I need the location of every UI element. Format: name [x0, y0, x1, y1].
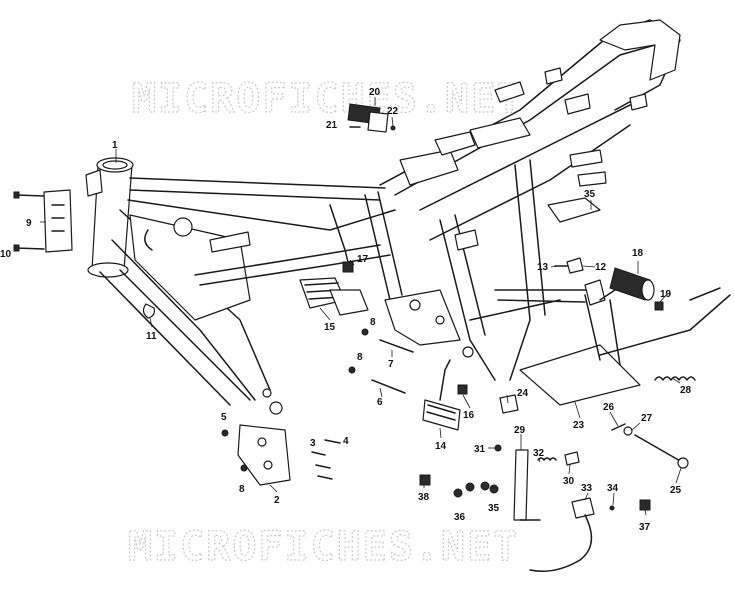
main-frame	[85, 19, 681, 415]
watermark-top: MICROFICHES.NET	[132, 76, 523, 122]
part-6-bolt	[371, 379, 406, 394]
part-2-bracket	[237, 424, 291, 486]
part-29-side-stand	[513, 449, 541, 521]
part-17-bolt	[342, 261, 354, 273]
part-24-block	[499, 394, 519, 414]
callout-8-b: 8	[357, 352, 363, 363]
callout-36: 36	[454, 512, 466, 523]
part-12-bolt	[554, 257, 584, 274]
callout-21: 21	[326, 120, 338, 131]
callout-16: 16	[463, 410, 475, 421]
part-4-bolt	[324, 439, 341, 444]
part-19-bolt	[654, 301, 664, 311]
callout-18: 18	[632, 248, 644, 259]
part-22-washer	[390, 125, 396, 131]
part-7-bolt	[379, 339, 414, 353]
callout-35-a: 35	[584, 189, 596, 200]
callout-labels: 1 2 3 4 5 6 7 8 8 8 9 10 11 12 13 14 15 …	[0, 87, 692, 533]
part-37-bolt	[639, 499, 651, 511]
callout-37: 37	[639, 522, 651, 533]
watermark-bottom: MICROFICHES.NET	[128, 524, 519, 570]
callout-15: 15	[324, 322, 336, 333]
callout-7: 7	[388, 359, 394, 370]
part-5-nut	[221, 429, 229, 437]
callout-12: 12	[595, 262, 607, 273]
callout-29: 29	[514, 425, 526, 436]
callout-14: 14	[435, 441, 447, 452]
callout-8-c: 8	[239, 484, 245, 495]
callout-23: 23	[573, 420, 585, 431]
part-35-bracket	[547, 197, 601, 223]
part-32-spring	[537, 457, 557, 461]
part-20-grip	[347, 103, 389, 133]
callout-34: 34	[607, 483, 619, 494]
callout-28: 28	[680, 385, 692, 396]
part-11-clip	[142, 303, 155, 319]
callout-5: 5	[221, 412, 227, 423]
part-26-pin	[611, 423, 626, 431]
part-14-lever	[422, 359, 461, 431]
callout-10: 10	[0, 249, 12, 260]
callout-19: 19	[660, 289, 672, 300]
part-8-nut-b	[348, 366, 356, 374]
part-8-nut-a	[361, 328, 369, 336]
callout-20: 20	[369, 87, 381, 98]
leader-lines	[40, 97, 682, 516]
callout-25: 25	[670, 485, 682, 496]
callout-4: 4	[343, 436, 349, 447]
callout-3: 3	[310, 438, 316, 449]
callout-13: 13	[537, 262, 549, 273]
callout-30: 30	[563, 476, 575, 487]
part-3-bolts	[311, 451, 333, 480]
part-31-nut	[494, 444, 502, 452]
part-35-nut-a	[480, 481, 490, 491]
part-8-nut-c	[240, 464, 248, 472]
part-25-pin	[634, 434, 689, 469]
callout-32: 32	[533, 448, 545, 459]
callout-33: 33	[581, 483, 593, 494]
part-28-spring	[654, 376, 696, 381]
part-30-pivot	[564, 451, 580, 466]
callout-17: 17	[357, 254, 369, 265]
part-35-nut-b	[489, 484, 499, 494]
callout-35-b: 35	[488, 503, 500, 514]
callout-6: 6	[377, 397, 383, 408]
part-15-footrest	[299, 277, 369, 316]
part-9-plate	[13, 189, 73, 253]
callout-24: 24	[517, 388, 529, 399]
part-34-screw	[609, 505, 615, 511]
part-16-bolt	[457, 384, 468, 395]
callout-8-a: 8	[370, 317, 376, 328]
callout-31: 31	[474, 444, 486, 455]
callout-22: 22	[387, 106, 399, 117]
callout-11: 11	[146, 331, 157, 342]
part-33-switch	[529, 497, 595, 572]
callout-26: 26	[603, 402, 615, 413]
callout-9: 9	[26, 218, 32, 229]
callout-2: 2	[274, 495, 280, 506]
part-36-nut-a	[465, 482, 475, 492]
callout-38: 38	[418, 492, 430, 503]
callout-1: 1	[112, 140, 118, 151]
part-27-washer	[623, 426, 633, 436]
part-38-bolt	[419, 474, 431, 486]
part-36-nut-b	[453, 488, 463, 498]
callout-27: 27	[641, 413, 653, 424]
part-18-peg-rubber	[609, 267, 655, 301]
part-23-center-stand	[519, 287, 731, 406]
